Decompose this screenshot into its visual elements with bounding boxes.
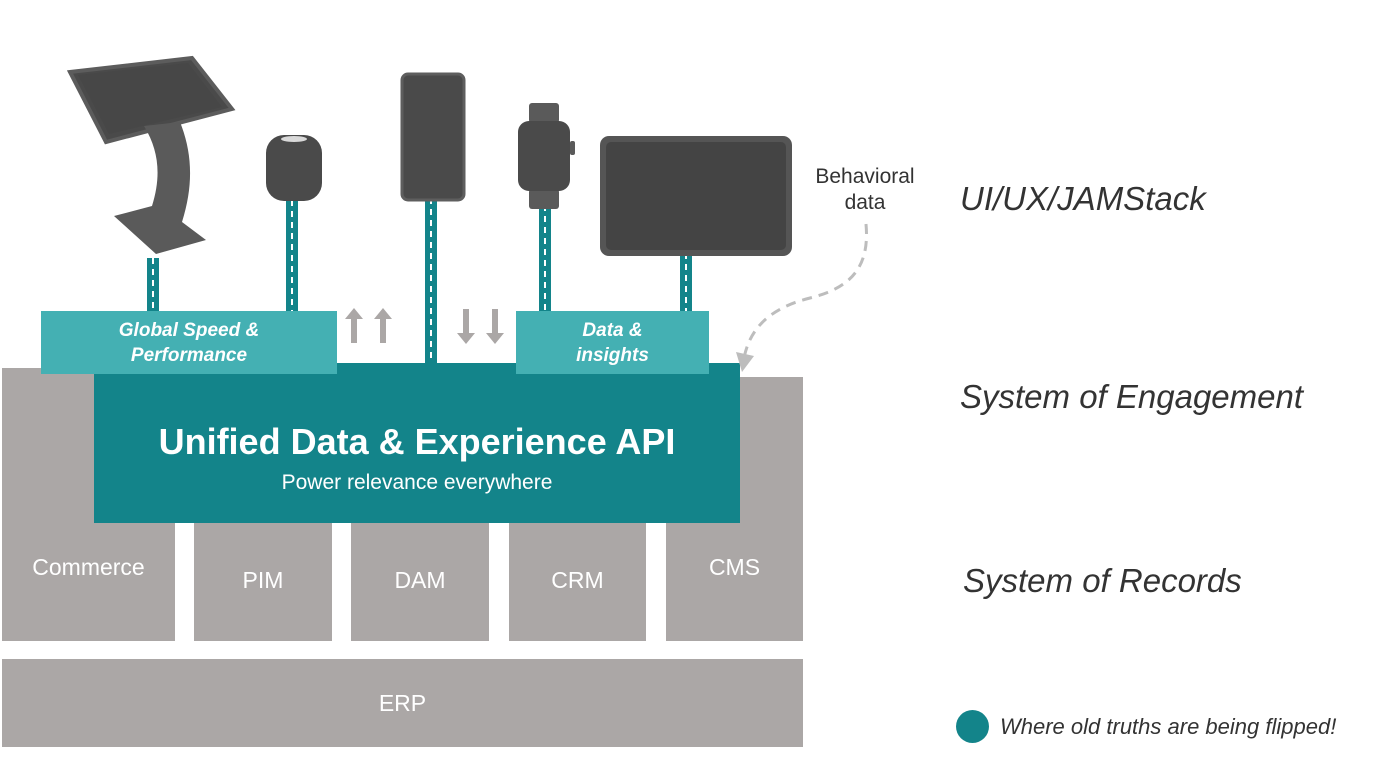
- erp-label: ERP: [378, 689, 427, 716]
- dam-label: DAM: [394, 567, 446, 593]
- phone-cable: [425, 198, 437, 365]
- legend-dot: [956, 710, 989, 743]
- phone-icon: [400, 72, 466, 202]
- api-title: Unified Data & Experience API: [158, 421, 676, 462]
- data-insights-label: Data & insights: [576, 319, 649, 366]
- tablet-icon: [600, 136, 792, 256]
- legend-text: Where old truths are being flipped!: [1000, 714, 1337, 739]
- api-subtitle: Power relevance everywhere: [281, 471, 553, 494]
- erp-block: ERP: [2, 659, 803, 747]
- layer-ui-label: UI/UX/JAMStack: [960, 180, 1206, 217]
- behavioral-data-label: Behavioral data: [815, 165, 915, 214]
- commerce-label: Commerce: [32, 554, 145, 580]
- global-speed-label: Global Speed & Performance: [118, 319, 260, 366]
- arrows-down-icon: [457, 309, 504, 344]
- data-insights-label-box: Data & insights: [516, 311, 709, 374]
- kiosk-cable: [147, 258, 159, 313]
- arrows-up-icon: [345, 308, 392, 343]
- global-speed-label-box: Global Speed & Performance: [41, 311, 337, 374]
- crm-block: CRM: [509, 520, 646, 641]
- unified-api-block: Unified Data & Experience API Power rele…: [94, 363, 740, 523]
- dam-block: DAM: [351, 520, 489, 641]
- tablet-cable: [680, 253, 692, 313]
- kiosk-icon: [66, 55, 236, 254]
- layer-records-label: System of Records: [963, 562, 1242, 599]
- watch-cable: [539, 205, 551, 313]
- smartwatch-icon: [518, 103, 575, 209]
- speaker-cable: [286, 200, 298, 313]
- cms-label: CMS: [708, 554, 761, 580]
- pim-label: PIM: [242, 567, 284, 593]
- behavioral-data-arrow-icon: [736, 223, 868, 372]
- layer-engagement-label: System of Engagement: [960, 378, 1304, 415]
- pim-block: PIM: [194, 520, 332, 641]
- crm-label: CRM: [551, 567, 604, 593]
- smart-speaker-icon: [266, 135, 322, 201]
